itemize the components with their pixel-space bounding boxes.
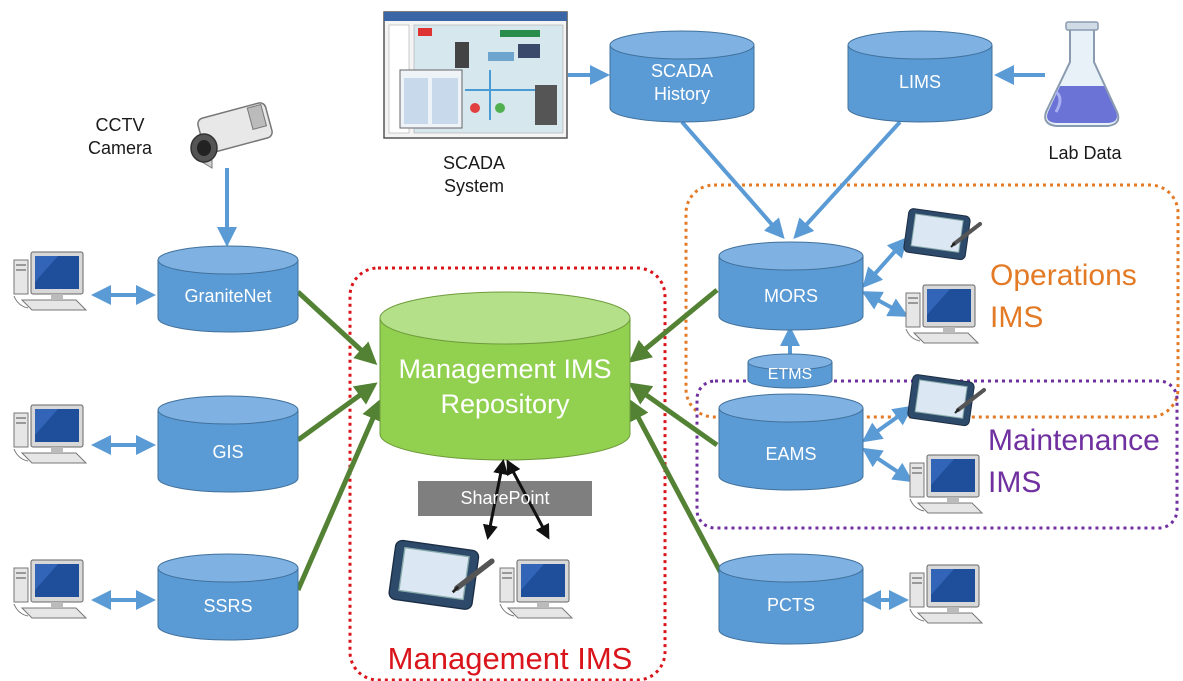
cylinder-lims <box>847 30 993 123</box>
db-label-scada-history: SCADA History <box>610 60 754 105</box>
maintenance-label-line2: IMS <box>988 466 1042 499</box>
db-label-pcts: PCTS <box>766 595 815 615</box>
scada-system-label: SCADA System <box>424 152 524 197</box>
computer-icon <box>13 404 87 464</box>
tablet-icon <box>388 540 492 610</box>
cylinder-scada-history <box>609 30 755 123</box>
cylinder-gis <box>157 395 299 493</box>
computer-icon <box>13 559 87 619</box>
flask-icon <box>1044 21 1120 127</box>
db-label-scada-history-line2: History <box>653 83 710 104</box>
camera-icon <box>190 102 273 169</box>
operations-label-line1: Operations <box>990 259 1137 292</box>
repository-label-line1: Management IMS <box>398 354 612 384</box>
cctv-camera-label: CCTV Camera <box>70 114 170 159</box>
maintenance-ims-region <box>695 379 1179 530</box>
cylinder-ssrs <box>157 553 299 641</box>
operations-label-line2: IMS <box>990 301 1044 334</box>
repository-connectors <box>295 288 725 591</box>
scada-screen-icon <box>383 11 568 139</box>
cctv-label-line2: Camera <box>87 137 153 158</box>
cylinder-etms <box>747 353 833 389</box>
sharepoint-label: SharePoint <box>460 488 550 508</box>
cylinder-repository <box>379 291 631 461</box>
operations-ims-label: Operations IMS <box>990 255 1170 339</box>
db-label-ssrs: SSRS <box>203 596 253 616</box>
scada-system-label-line2: System <box>443 175 504 196</box>
db-label-scada-history-line1: SCADA <box>650 61 713 81</box>
db-label-lims: LIMS <box>898 72 941 92</box>
db-label-eams: EAMS <box>765 444 817 464</box>
computer-icon <box>909 564 983 624</box>
maintenance-label-line1: Maintenance <box>988 424 1160 457</box>
db-label-granitenet: GraniteNet <box>184 286 272 306</box>
cylinder-eams <box>718 393 864 491</box>
db-label-mors: MORS <box>764 286 818 306</box>
lab-data-label: Lab Data <box>1048 143 1122 163</box>
computer-icon <box>499 559 573 619</box>
cylinder-pcts <box>718 553 864 645</box>
sharepoint-arrows <box>482 459 550 540</box>
repository-label: Management IMS Repository <box>380 352 630 422</box>
scada-system-label-line1: SCADA <box>442 153 505 173</box>
db-label-etms: ETMS <box>767 366 813 383</box>
management-ims-label: Management IMS <box>387 641 633 676</box>
computer-icon <box>13 251 87 311</box>
cylinder-mors <box>718 241 864 331</box>
cylinder-granitenet <box>157 245 299 333</box>
data-flow-arrows <box>91 65 1045 610</box>
maintenance-ims-label: Maintenance IMS <box>988 420 1180 504</box>
computer-icon <box>909 454 983 514</box>
repository-label-line2: Repository <box>440 389 570 420</box>
cctv-label-line1: CCTV <box>95 115 145 135</box>
tablet-icon <box>901 206 982 263</box>
computer-icon <box>905 284 979 344</box>
db-label-gis: GIS <box>212 442 244 462</box>
